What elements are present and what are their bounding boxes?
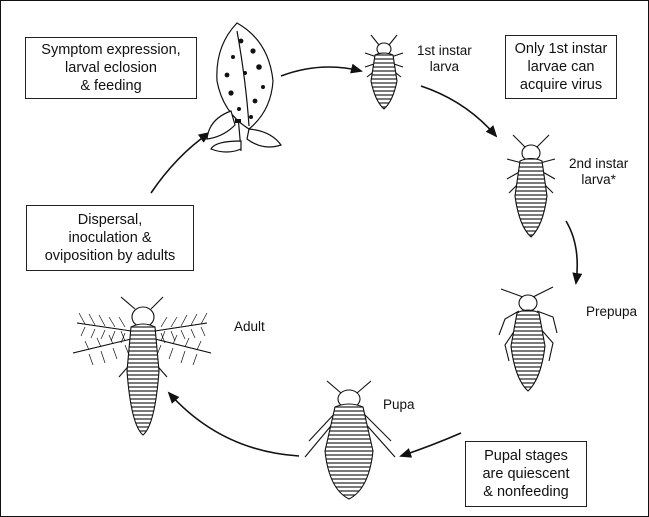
pupal-stages-box: Pupal stages are quiescent & nonfeeding: [465, 441, 587, 507]
second-instar-label-line-2: larva*: [569, 172, 628, 188]
adult-label-text: Adult: [234, 319, 265, 335]
second-instar-label-line-1: 2nd instar: [569, 156, 628, 172]
leaf-plant-icon: [207, 23, 281, 152]
dispersal-box-line-3: oviposition by adults: [45, 247, 176, 265]
pupa-icon: [305, 381, 395, 499]
first-instar-label-line-1: 1st instar: [417, 43, 472, 59]
arrow-second-instar-to-prepupa: [566, 221, 577, 283]
symptom-box-line-2: larval eclosion: [65, 59, 157, 77]
symptom-box-line-3: & feeding: [80, 77, 141, 95]
prepupa-label: Prepupa: [586, 304, 637, 320]
pupa-label: Pupa: [383, 397, 415, 413]
arrow-pupa-to-adult: [169, 393, 299, 456]
first-instar-larva-icon: [365, 35, 403, 109]
pupal-box-line-1: Pupal stages: [484, 447, 568, 465]
dispersal-box: Dispersal, inoculation & oviposition by …: [26, 205, 194, 271]
only-first-box-line-2: larvae can: [528, 58, 595, 76]
second-instar-larva-icon: [507, 135, 555, 237]
prepupa-label-text: Prepupa: [586, 304, 637, 320]
only-first-instar-box: Only 1st instar larvae can acquire virus: [505, 35, 617, 99]
first-instar-label: 1st instar larva: [417, 43, 472, 75]
arrow-plant-to-first-instar: [281, 67, 361, 76]
pupa-label-text: Pupa: [383, 397, 415, 413]
dispersal-box-line-1: Dispersal,: [78, 211, 142, 229]
dispersal-box-line-2: inoculation &: [68, 229, 151, 247]
arrow-dispersal-to-plant: [151, 133, 209, 193]
adult-label: Adult: [234, 319, 265, 335]
only-first-box-line-3: acquire virus: [520, 76, 602, 94]
symptom-expression-box: Symptom expression, larval eclosion & fe…: [25, 37, 197, 99]
pupal-box-line-3: & nonfeeding: [483, 483, 568, 501]
only-first-box-line-1: Only 1st instar: [515, 40, 608, 58]
second-instar-label: 2nd instar larva*: [569, 156, 628, 188]
pupal-box-line-2: are quiescent: [482, 465, 569, 483]
symptom-box-line-1: Symptom expression,: [41, 41, 180, 59]
prepupa-icon: [499, 287, 557, 391]
first-instar-label-line-2: larva: [417, 59, 472, 75]
arrow-first-to-second-instar: [421, 86, 496, 136]
arrow-prepupa-to-pupa: [401, 433, 461, 456]
